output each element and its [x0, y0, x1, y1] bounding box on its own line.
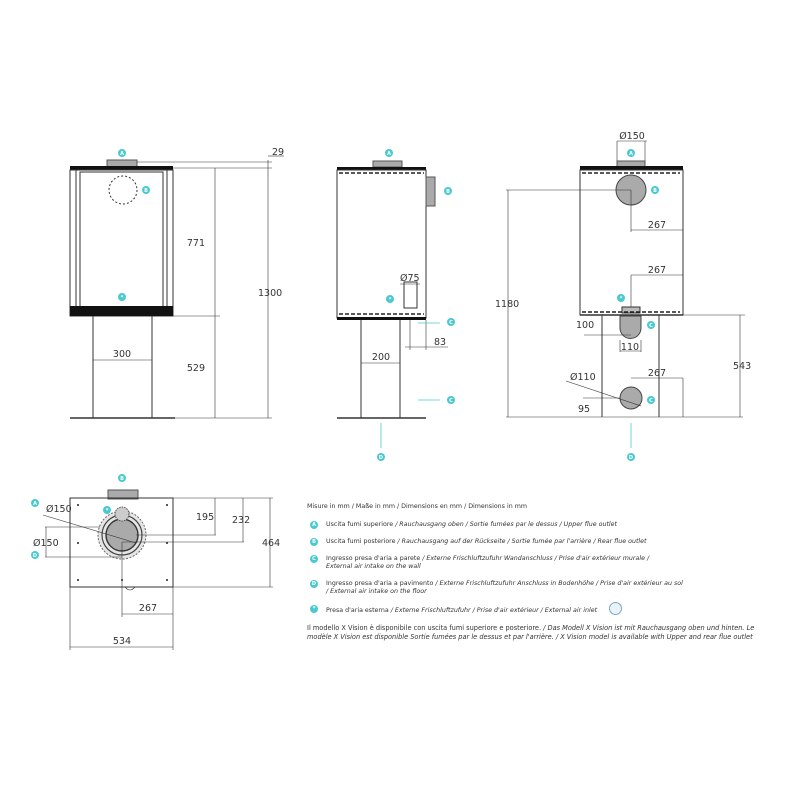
- marker-c: C: [447, 318, 455, 326]
- legend-item-c: C Ingresso presa d'aria a parete / Exter…: [307, 555, 777, 571]
- svg-text:*: *: [389, 297, 392, 303]
- lower-air-inlet: [619, 386, 643, 410]
- side-view: [336, 160, 448, 448]
- svg-text:29: 29: [272, 147, 284, 158]
- svg-text:100: 100: [576, 320, 594, 331]
- svg-text:Ø110: Ø110: [570, 372, 596, 383]
- marker-a: A: [627, 149, 635, 157]
- top-flue-collar: [106, 159, 138, 168]
- svg-text:C: C: [649, 398, 653, 404]
- marker-star: *: [386, 295, 394, 303]
- rear-view-dimensions: Ø150 267 267 1180 100 110 Ø110 267 95 54…: [495, 131, 751, 415]
- front-view: [69, 155, 284, 419]
- svg-text:C: C: [449, 320, 453, 326]
- rear-flue-collar: [425, 176, 436, 207]
- front-view-markers: A B *: [118, 149, 150, 301]
- svg-text:B: B: [653, 188, 657, 194]
- svg-text:A: A: [387, 151, 391, 157]
- svg-text:267: 267: [648, 368, 666, 379]
- marker-c-icon: C: [310, 555, 318, 563]
- svg-text:543: 543: [733, 361, 751, 372]
- marker-c: C: [647, 321, 655, 329]
- svg-text:771: 771: [187, 238, 205, 249]
- units-note: Misure in mm / Maße in mm / Dimensions e…: [307, 503, 527, 510]
- side-view-markers: A B * C C D: [377, 149, 455, 461]
- svg-text:C: C: [449, 398, 453, 404]
- svg-text:200: 200: [372, 352, 390, 363]
- legend-item-star: * Presa d'aria esterna / Externe Frischl…: [307, 602, 777, 615]
- svg-text:D: D: [379, 455, 383, 461]
- marker-d: D: [627, 453, 635, 461]
- svg-text:529: 529: [187, 363, 205, 374]
- svg-text:C: C: [649, 323, 653, 329]
- rear-flue-hidden-circle: [108, 175, 138, 205]
- legend-item-a: A Uscita fumi superiore / Rauchausgang o…: [307, 521, 777, 529]
- top-view-markers: B A * D: [31, 474, 126, 559]
- svg-text:1300: 1300: [258, 288, 282, 299]
- rear-view-markers: A B * C C D: [617, 149, 659, 461]
- svg-text:267: 267: [648, 220, 666, 231]
- top-view: [42, 489, 273, 650]
- marker-star: *: [103, 506, 111, 514]
- marker-b: B: [651, 186, 659, 194]
- svg-text:*: *: [106, 508, 109, 514]
- svg-text:195: 195: [196, 512, 214, 523]
- svg-text:300: 300: [113, 349, 131, 360]
- svg-text:*: *: [121, 295, 124, 301]
- front-view-dimensions: 29 771 1300 529 300: [113, 147, 284, 374]
- svg-text:232: 232: [232, 515, 250, 526]
- svg-text:A: A: [33, 501, 37, 507]
- marker-c: C: [447, 396, 455, 404]
- marker-c: C: [647, 396, 655, 404]
- svg-text:Ø150: Ø150: [33, 538, 59, 549]
- marker-a: A: [118, 149, 126, 157]
- legend-item-b: B Uscita fumi posteriore / Rauchausgang …: [307, 538, 777, 546]
- marker-star: *: [118, 293, 126, 301]
- marker-star-icon: *: [310, 605, 318, 613]
- svg-text:267: 267: [648, 265, 666, 276]
- svg-text:B: B: [144, 188, 148, 194]
- svg-text:Ø150: Ø150: [619, 131, 645, 142]
- marker-star: *: [617, 294, 625, 302]
- svg-text:D: D: [33, 553, 37, 559]
- legend-item-d: D Ingresso presa d'aria a pavimento / Ex…: [310, 580, 683, 595]
- svg-text:534: 534: [113, 636, 131, 647]
- svg-text:B: B: [446, 189, 450, 195]
- svg-text:464: 464: [262, 538, 280, 549]
- svg-text:83: 83: [434, 337, 446, 348]
- marker-b: B: [444, 187, 452, 195]
- svg-text:B: B: [120, 476, 124, 482]
- external-air-inlet-icon: [609, 602, 623, 615]
- marker-a-icon: A: [310, 521, 318, 529]
- side-view-dimensions: Ø75 83 200: [372, 273, 446, 363]
- marker-a: A: [31, 499, 39, 507]
- rear-view: [506, 140, 745, 448]
- svg-text:267: 267: [139, 603, 157, 614]
- model-availability-note: Il modello X Vision è disponibile con us…: [307, 624, 755, 641]
- svg-text:D: D: [629, 455, 633, 461]
- marker-d: D: [31, 551, 39, 559]
- svg-text:*: *: [620, 296, 623, 302]
- marker-b: B: [142, 186, 150, 194]
- marker-a: A: [385, 149, 393, 157]
- svg-text:Ø150: Ø150: [46, 504, 72, 515]
- marker-b: B: [118, 474, 126, 482]
- wall-air-inlet: [619, 315, 642, 339]
- legend: Misure in mm / Maße in mm / Dimensions e…: [307, 503, 777, 641]
- svg-text:110: 110: [621, 342, 639, 353]
- svg-text:95: 95: [578, 404, 590, 415]
- marker-d-icon: D: [310, 580, 318, 588]
- svg-text:Ø75: Ø75: [400, 273, 420, 284]
- marker-b-icon: B: [310, 538, 318, 546]
- marker-d: D: [377, 453, 385, 461]
- top-view-dimensions: Ø150 Ø150 195 232 464 267 534: [33, 504, 280, 647]
- svg-text:A: A: [120, 151, 124, 157]
- svg-text:A: A: [629, 151, 633, 157]
- svg-text:1180: 1180: [495, 299, 519, 310]
